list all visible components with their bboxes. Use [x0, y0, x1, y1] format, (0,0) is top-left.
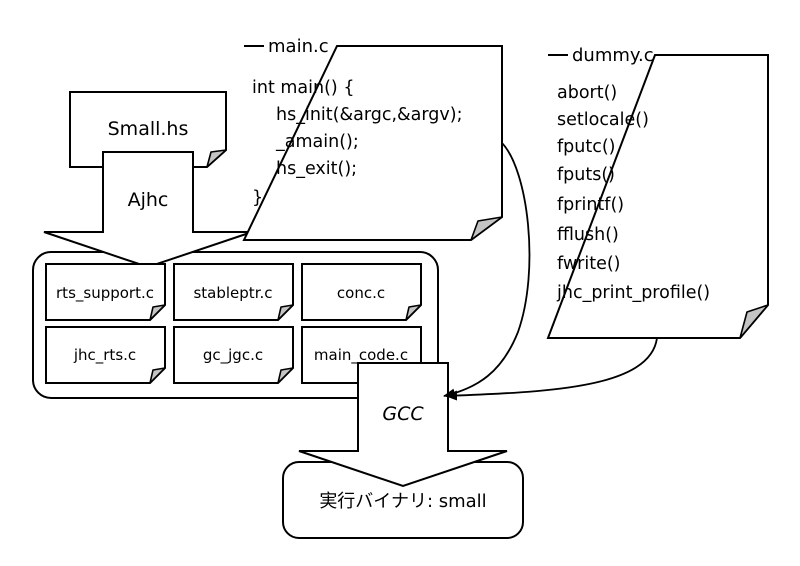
dummy-c-to-gcc-connector [445, 337, 658, 401]
function-name: fwrite() [557, 254, 621, 274]
ajhc-arrow: Ajhc [43, 151, 253, 269]
runtime-file-label: main_code.c [314, 346, 408, 365]
runtime-file-grid: rts_support.c stableptr.c conc.c jhc_rts… [45, 263, 422, 384]
gcc-arrow: GCC [298, 362, 508, 488]
main-c-document: main.c int main() { hs_init(&argc,&argv)… [242, 36, 503, 241]
dummy-c-document: dummy.c abort() setlocale() fputc() fput… [546, 45, 769, 339]
runtime-file-label: stableptr.c [193, 284, 272, 302]
small-hs-label: Small.hs [108, 118, 189, 140]
ajhc-label: Ajhc [128, 189, 169, 211]
runtime-file-label: rts_support.c [56, 284, 154, 303]
dummy-c-title: dummy.c [572, 45, 654, 66]
runtime-file-label: gc_jgc.c [203, 346, 263, 365]
runtime-file-label: jhc_rts.c [73, 346, 136, 365]
gcc-label: GCC [382, 403, 424, 425]
main-c-to-gcc-connector [443, 142, 531, 399]
function-name: abort() [557, 83, 617, 103]
function-name: setlocale() [557, 110, 649, 130]
runtime-file: stableptr.c [173, 263, 294, 321]
code-line: int main() { [252, 78, 354, 98]
code-line: hs_exit(); [276, 159, 357, 179]
code-line: _amain(); [275, 132, 359, 152]
runtime-file: jhc_rts.c [45, 326, 166, 384]
code-line: hs_init(&argc,&argv); [276, 105, 462, 125]
runtime-file: gc_jgc.c [173, 326, 294, 384]
function-name: fflush() [557, 225, 619, 245]
runtime-file-label: conc.c [337, 284, 385, 302]
function-name: jhc_print_profile() [556, 283, 710, 303]
function-name: fputs() [557, 165, 615, 185]
small-hs-document: Small.hs [69, 91, 227, 168]
function-name: fprintf() [557, 195, 624, 215]
runtime-file: rts_support.c [45, 263, 166, 321]
output-binary-label: 実行バイナリ: small [319, 491, 486, 512]
function-name: fputc() [557, 137, 616, 157]
main-c-title: main.c [268, 36, 329, 57]
runtime-file: conc.c [301, 263, 422, 321]
code-line: } [252, 188, 263, 208]
